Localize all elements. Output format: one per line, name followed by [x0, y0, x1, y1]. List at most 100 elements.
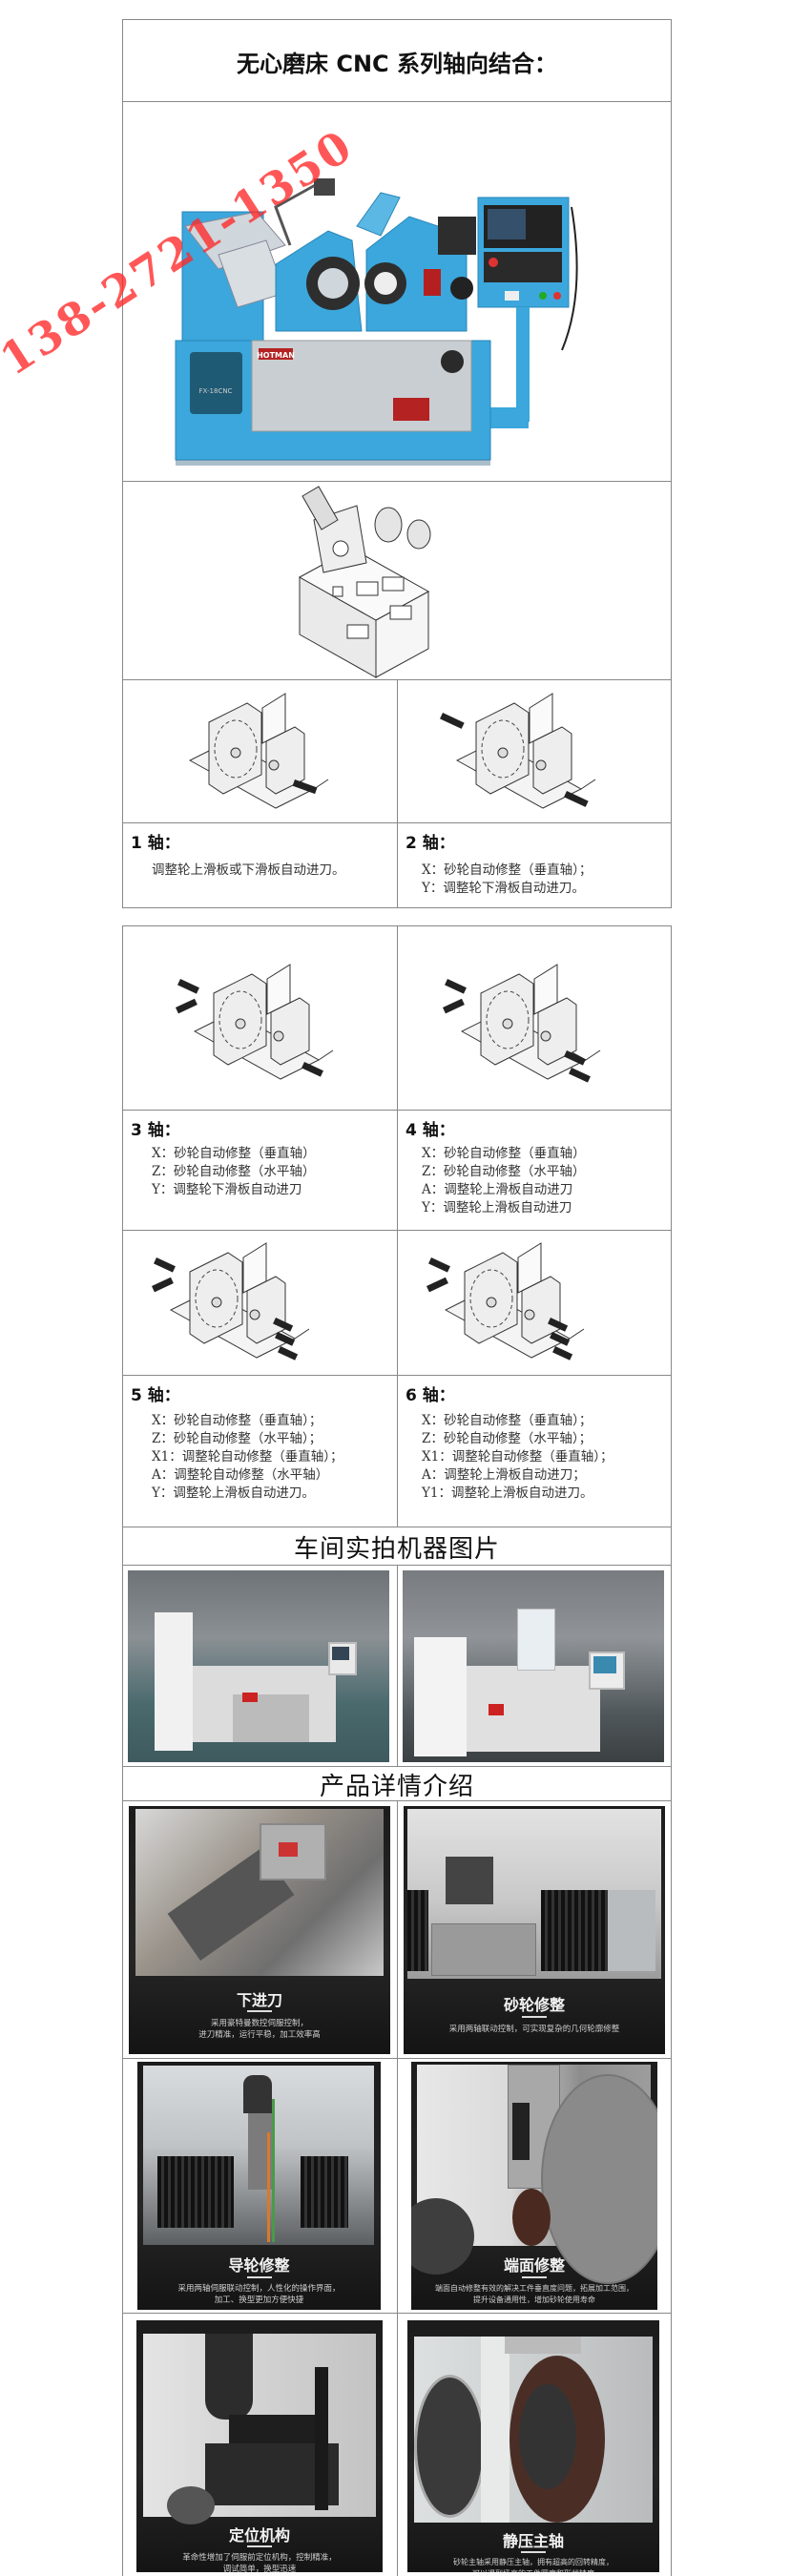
axis-4-diagram [443, 964, 601, 1083]
card-desc: 砂轮主轴采用静压主轴，拥有超高的回转精度， 可以得到极高的工件圆度和形状精度 [453, 2558, 613, 2572]
hydrostatic-spindle-photo [414, 2337, 653, 2523]
axis-6-label: 6 轴： [406, 1386, 455, 1405]
row-divider [123, 1110, 671, 1111]
axis-2-cell: 2 轴： X：砂轮自动修整（垂直轴）； Y：调整轮下滑板自动进刀。 [398, 823, 671, 907]
card-title: 导轮修整 [228, 2256, 290, 2275]
axis-line: X：砂轮自动修整（垂直轴） [422, 1146, 586, 1161]
workshop-title: 车间实拍机器图片 [293, 1534, 500, 1564]
axis-line: X1：调整轮自动修整（垂直轴）； [152, 1449, 343, 1465]
axis-line: 调整轮上滑板或下滑板自动进刀。 [152, 862, 345, 878]
axis-5-label: 5 轴： [131, 1386, 180, 1405]
axis-block-3-6: 3 轴： X：砂轮自动修整（垂直轴） Z：砂轮自动修整（水平轴） Y：调整轮下滑… [122, 925, 672, 1528]
axis-line: X：砂轮自动修整（垂直轴）； [422, 1413, 593, 1428]
detail-card-positioning: 定位机构 革命性增加了伺服前定位机构，控制精准， 调试简单，换型迅速 [136, 2320, 383, 2572]
axis-line: Y：调整轮下滑板自动进刀。 [422, 881, 585, 896]
workshop-photo-1 [128, 1570, 389, 1762]
page-title: 无心磨床 CNC 系列轴向结合： [236, 50, 558, 77]
row-divider [123, 822, 671, 823]
card-title: 定位机构 [228, 2526, 290, 2545]
column-divider [397, 680, 398, 907]
axis-2-label: 2 轴： [406, 834, 455, 853]
axis-5-cell: 5 轴： X：砂轮自动修整（垂直轴）； Z：砂轮自动修整（水平轴）； X1：调整… [123, 1376, 397, 1528]
axis-5-desc: X：砂轮自动修整（垂直轴）； Z：砂轮自动修整（水平轴）； X1：调整轮自动修整… [152, 1412, 343, 1503]
row-divider [123, 2313, 671, 2314]
axis-1-label: 1 轴： [131, 834, 180, 853]
card-desc: 采用两轴伺服联动控制，人性化的操作界面， 加工、换型更加方便快捷 [177, 2284, 341, 2305]
axis-line: Y：调整轮上滑板自动进刀 [422, 1200, 572, 1215]
axis-6-cell: 6 轴： X：砂轮自动修整（垂直轴）； Z：砂轮自动修整（水平轴）； X1：调整… [398, 1376, 671, 1528]
schematic-illustration [298, 486, 431, 678]
svg-text:FX-18CNC: FX-18CNC [199, 387, 233, 395]
face-dressing-photo [411, 2065, 657, 2284]
axis-line: Z：砂轮自动修整（水平轴） [152, 1164, 316, 1179]
workshop-photo-2 [403, 1570, 664, 1762]
title-underline [522, 2276, 547, 2278]
detail-card-guide-wheel-dressing: 导轮修整 采用两轴伺服联动控制，人性化的操作界面， 加工、换型更加方便快捷 [137, 2062, 381, 2310]
guide-wheel-dressing-photo [143, 2066, 374, 2245]
workshop-header: 车间实拍机器图片 [122, 1527, 672, 1567]
axis-4-cell: 4 轴： X：砂轮自动修整（垂直轴） Z：砂轮自动修整（水平轴） A：调整轮上滑… [398, 1111, 671, 1230]
axis-4-desc: X：砂轮自动修整（垂直轴） Z：砂轮自动修整（水平轴） A：调整轮上滑板自动进刀… [422, 1145, 586, 1217]
axis-1-desc: 调整轮上滑板或下滑板自动进刀。 [152, 862, 345, 880]
card-desc: 革命性增加了伺服前定位机构，控制精准， 调试简单，换型迅速 [182, 2553, 337, 2572]
workshop-photos [122, 1565, 672, 1768]
wheel-dressing-photo [407, 1809, 661, 1979]
card-desc: 采用豪特曼数控伺服控制， 进刀精准，运行平稳，加工效率高 [198, 2019, 321, 2040]
axis-2-desc: X：砂轮自动修整（垂直轴）； Y：调整轮下滑板自动进刀。 [422, 862, 592, 898]
details-title: 产品详情介绍 [319, 1772, 474, 1801]
axis-1-diagram [189, 693, 329, 809]
axis-6-desc: X：砂轮自动修整（垂直轴）； Z：砂轮自动修整（水平轴）； X1：调整轮自动修整… [422, 1412, 613, 1503]
column-divider [397, 1801, 398, 2576]
axis-line: X：砂轮自动修整（垂直轴） [152, 1146, 316, 1161]
axis-line: Y：调整轮上滑板自动进刀。 [152, 1485, 315, 1501]
machine-schematic [122, 481, 672, 681]
axis-line: Z：砂轮自动修整（水平轴）； [422, 1431, 593, 1446]
details-header: 产品详情介绍 [122, 1766, 672, 1802]
axis-line: X1：调整轮自动修整（垂直轴）； [422, 1449, 613, 1465]
axis-line: Y：调整轮下滑板自动进刀 [152, 1182, 302, 1197]
row-divider [123, 1230, 671, 1231]
title-underline [247, 2545, 272, 2547]
axis-line: Y1：调整轮上滑板自动进刀。 [422, 1485, 593, 1501]
axis-line: A：调整轮上滑板自动进刀 [422, 1182, 573, 1197]
column-divider [397, 1566, 398, 1767]
axis-line: A：调整轮自动修整（水平轴） [152, 1467, 329, 1483]
detail-card-lower-feed: 下进刀 采用豪特曼数控伺服控制， 进刀精准，运行平稳，加工效率高 [129, 1806, 390, 2054]
details-grid: 下进刀 采用豪特曼数控伺服控制， 进刀精准，运行平稳，加工效率高 砂轮修整 采用… [122, 1800, 672, 2576]
axis-4-label: 4 轴： [406, 1121, 455, 1140]
detail-card-hydrostatic-spindle: 静压主轴 砂轮主轴采用静压主轴，拥有超高的回转精度， 可以得到极高的工件圆度和形… [407, 2320, 659, 2572]
title-underline [246, 2276, 272, 2278]
lower-feed-photo [135, 1809, 384, 1976]
axis-1-cell: 1 轴： 调整轮上滑板或下滑板自动进刀。 [123, 823, 397, 907]
column-divider [397, 926, 398, 1527]
row-divider [123, 1375, 671, 1376]
card-title: 下进刀 [236, 1991, 282, 2009]
title-underline [247, 2010, 272, 2012]
axis-2-diagram [440, 693, 596, 809]
card-title: 端面修整 [503, 2256, 565, 2275]
axis-block-1-2: 1 轴： 调整轮上滑板或下滑板自动进刀。 2 轴： X：砂轮自动修整（垂直轴）；… [122, 679, 672, 908]
page-header: 无心磨床 CNC 系列轴向结合： [122, 19, 672, 103]
row-divider [123, 2058, 671, 2059]
axis-line: X：砂轮自动修整（垂直轴）； [152, 1413, 322, 1428]
axis-6-diagram [426, 1242, 585, 1361]
detail-card-face-dressing: 端面修整 端面自动修整有效的解决工件垂直度问题，拓展加工范围， 提升设备通用性，… [411, 2062, 657, 2310]
card-desc: 端面自动修整有效的解决工件垂直度问题，拓展加工范围， 提升设备通用性，增加砂轮使… [435, 2284, 634, 2304]
card-desc: 采用两轴联动控制，可实现复杂的几何轮廓修整 [448, 2025, 620, 2034]
title-underline [522, 2016, 547, 2018]
svg-text:HOTMAN: HOTMAN [257, 351, 295, 360]
axis-3-label: 3 轴： [131, 1121, 180, 1140]
machine-illustration: HOTMAN FX-18CNC [175, 178, 578, 466]
axis-5-diagram [152, 1242, 310, 1361]
axis-3-desc: X：砂轮自动修整（垂直轴） Z：砂轮自动修整（水平轴） Y：调整轮下滑板自动进刀 [152, 1145, 316, 1199]
detail-card-wheel-dressing: 砂轮修整 采用两轴联动控制，可实现复杂的几何轮廓修整 [404, 1806, 665, 2054]
positioning-photo [143, 2334, 376, 2524]
axis-line: Z：砂轮自动修整（水平轴）； [152, 1431, 322, 1446]
card-title: 静压主轴 [502, 2532, 564, 2550]
axis-line: Z：砂轮自动修整（水平轴） [422, 1164, 586, 1179]
axis-3-cell: 3 轴： X：砂轮自动修整（垂直轴） Z：砂轮自动修整（水平轴） Y：调整轮下滑… [123, 1111, 397, 1230]
hero-machine-image: HOTMAN FX-18CNC [122, 101, 672, 483]
axis-line: X：砂轮自动修整（垂直轴）； [422, 862, 593, 878]
title-underline [521, 2551, 546, 2553]
axis-line: A：调整轮上滑板自动进刀； [422, 1467, 586, 1483]
